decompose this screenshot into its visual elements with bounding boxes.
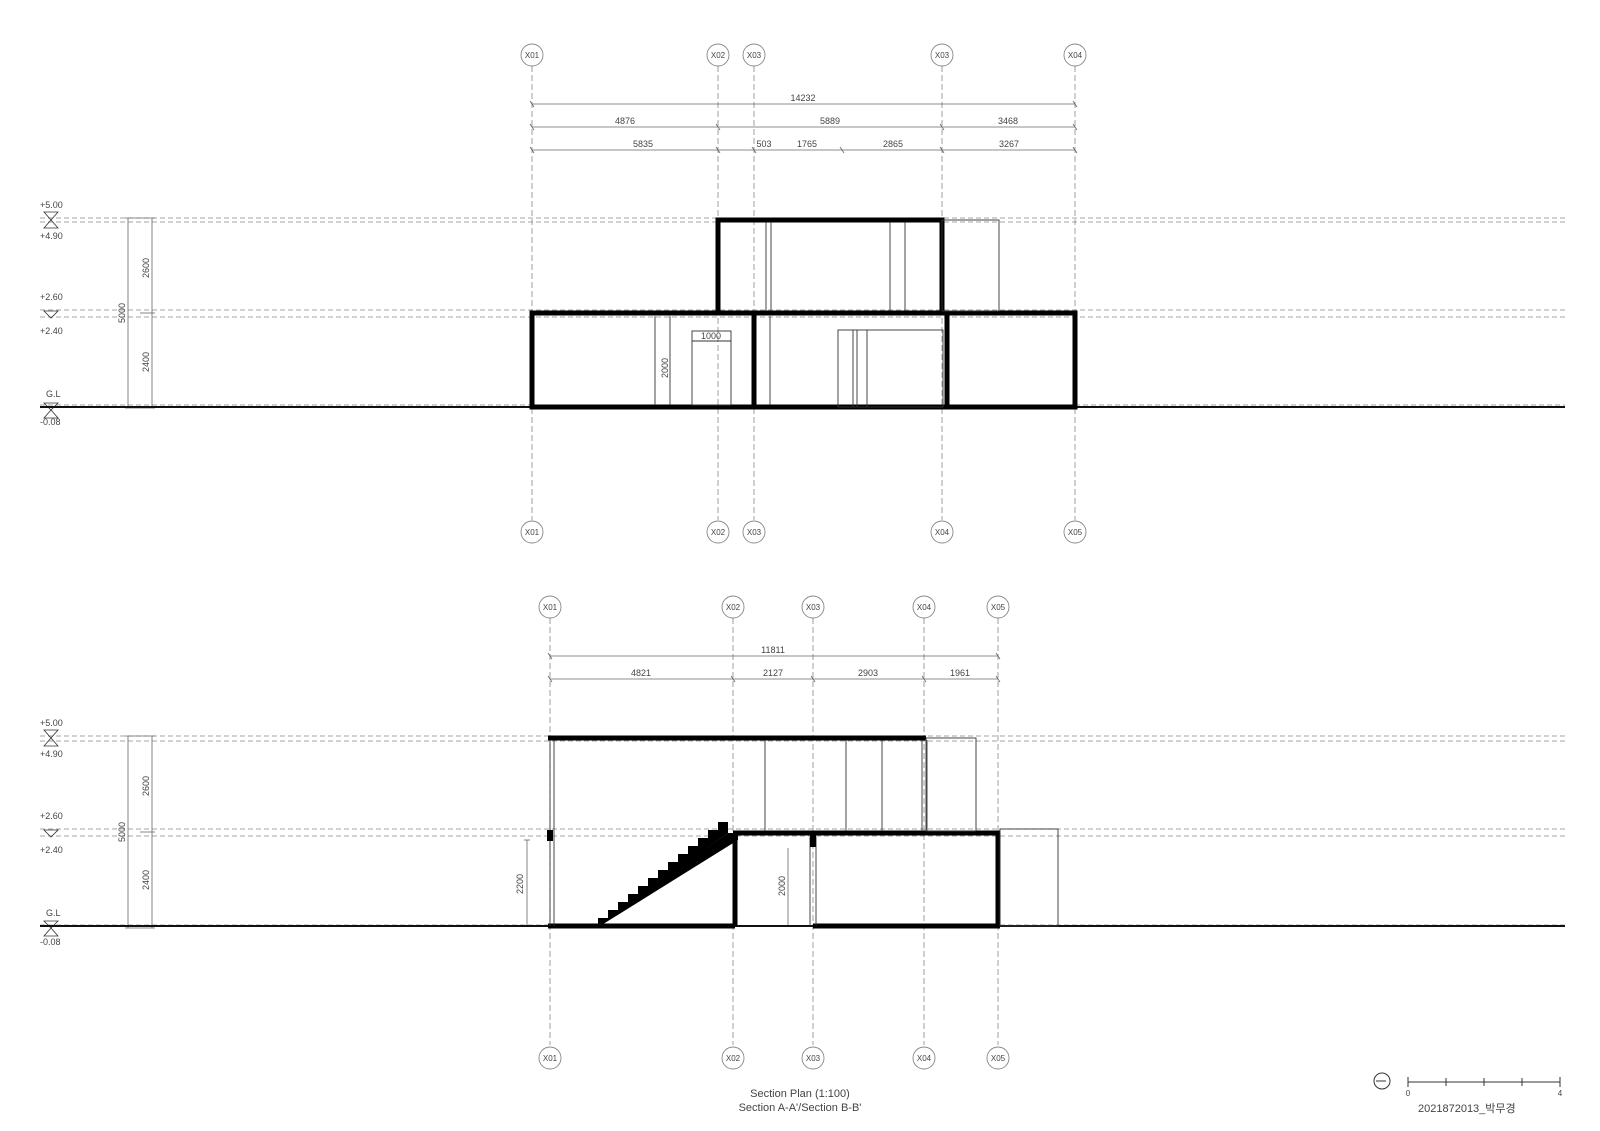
dim-text: 2903 [858, 668, 878, 678]
grid-label: X02 [726, 603, 741, 612]
grid-label: X02 [711, 528, 726, 537]
dim-text: 1961 [950, 668, 970, 678]
vdim-text: 5000 [117, 303, 127, 323]
dim-text: 14232 [790, 93, 815, 103]
grid-lines-b [549, 618, 999, 1045]
grid-label: X03 [747, 528, 762, 537]
level-label: -0.08 [40, 937, 61, 947]
grid-label: X01 [543, 1054, 558, 1063]
stair-height-text: 2200 [515, 874, 525, 894]
vdim-text: 5000 [117, 822, 127, 842]
door-height-text: 2000 [660, 358, 670, 378]
dim-text: 2127 [763, 668, 783, 678]
door-width-text: 1000 [701, 331, 721, 341]
dim-text: 4876 [615, 116, 635, 126]
vertical-dims-a [125, 217, 155, 409]
dim-text: 4821 [631, 668, 651, 678]
dimension-lines-b [547, 652, 1001, 683]
grid-label: X05 [991, 603, 1006, 612]
dim-text: 3468 [998, 116, 1018, 126]
vertical-dims-b [125, 735, 789, 929]
stair [598, 818, 738, 926]
grid-label: X01 [525, 528, 540, 537]
level-label: +5.00 [40, 718, 63, 728]
grid-label: X02 [726, 1054, 741, 1063]
door-height-text: 2000 [777, 876, 787, 896]
grid-label: X02 [711, 51, 726, 60]
grid-label: X01 [543, 603, 558, 612]
column-stub [810, 835, 816, 847]
grid-label: X04 [935, 528, 950, 537]
level-label: +4.90 [40, 749, 63, 759]
level-label: +2.40 [40, 845, 63, 855]
level-label: +2.60 [40, 292, 63, 302]
grid-label: X01 [525, 51, 540, 60]
building-section-a [529, 217, 1078, 410]
grid-label: X03 [747, 51, 762, 60]
vdim-text: 2400 [141, 870, 151, 890]
grid-lines-a [531, 66, 1076, 520]
grid-label: X03 [806, 603, 821, 612]
level-label: -0.08 [40, 417, 61, 427]
level-label: G.L [46, 389, 61, 399]
level-label: +5.00 [40, 200, 63, 210]
grid-label: X05 [991, 1054, 1006, 1063]
grid-label: X04 [917, 1054, 932, 1063]
drawing-title: Section Plan (1:100) [750, 1088, 850, 1100]
scale-bar [1407, 1077, 1561, 1087]
dimension-lines-a [529, 100, 1078, 154]
dim-text: 3267 [999, 139, 1019, 149]
level-label: G.L [46, 908, 61, 918]
scale-end: 4 [1558, 1089, 1563, 1098]
grid-label: X05 [1068, 528, 1083, 537]
author-id: 2021872013_박무경 [1418, 1103, 1516, 1115]
level-label: +4.90 [40, 231, 63, 241]
dim-text: 5889 [820, 116, 840, 126]
drawing-subtitle: Section A-A'/Section B-B' [738, 1102, 862, 1114]
grid-label: X03 [935, 51, 950, 60]
level-label: +2.60 [40, 811, 63, 821]
grid-label: X04 [917, 603, 932, 612]
building-detail-a [654, 219, 1000, 408]
dim-text: 11811 [761, 645, 785, 655]
level-label: +2.40 [40, 326, 63, 336]
scale-start: 0 [1406, 1089, 1411, 1098]
vdim-text: 2600 [141, 776, 151, 796]
dim-text: 503 [756, 139, 771, 149]
dim-text: 2865 [883, 139, 903, 149]
vdim-text: 2400 [141, 352, 151, 372]
dim-text: 1765 [797, 139, 817, 149]
level-markers-a [43, 211, 59, 419]
building-section-b [547, 735, 1001, 929]
dim-text: 5835 [633, 139, 653, 149]
vdim-text: 2600 [141, 258, 151, 278]
level-markers-b [43, 729, 59, 937]
grid-label: X04 [1068, 51, 1083, 60]
slab-edge [547, 830, 553, 841]
grid-label: X03 [806, 1054, 821, 1063]
north-arrow-icon [1373, 1072, 1391, 1090]
